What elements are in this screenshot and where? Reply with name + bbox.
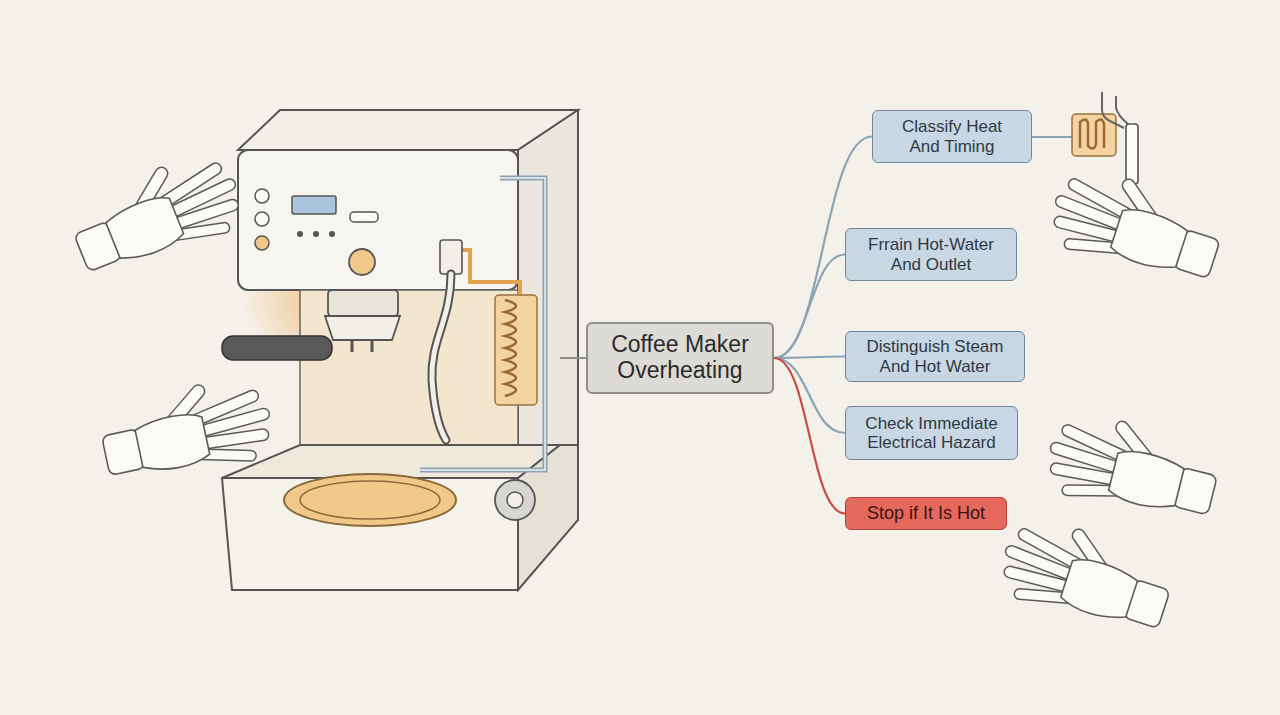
node-label: Distinguish Steam And Hot Water — [860, 337, 1010, 375]
control-button — [255, 212, 269, 226]
heating-coil — [1080, 119, 1104, 148]
topic-box: Coffee Maker Overheating — [586, 322, 774, 394]
branch-connector — [774, 358, 845, 514]
drip-tray-rim — [300, 481, 440, 519]
water-pipe — [420, 178, 545, 470]
drip-tray — [284, 474, 456, 526]
pipe — [1102, 92, 1124, 128]
gloved-hand — [65, 151, 244, 281]
heating-coil — [505, 300, 516, 396]
control-button — [255, 236, 269, 250]
base-side — [518, 445, 578, 590]
pipe — [1116, 96, 1128, 124]
control-knob — [349, 249, 375, 275]
probe — [1126, 124, 1138, 184]
gloved-hands — [65, 151, 1228, 638]
branch-connector — [774, 255, 845, 359]
connector-group — [774, 358, 845, 433]
water-pipe-core — [420, 178, 545, 470]
heater-block — [495, 295, 537, 405]
steam-wand — [432, 274, 451, 440]
group-head — [328, 290, 398, 316]
connector-group — [774, 255, 845, 359]
gloved-hand — [1047, 413, 1223, 524]
node-label: Frrain Hot-Water And Outlet — [860, 235, 1002, 273]
alert-box: Stop if It Is Hot — [845, 497, 1007, 530]
node-label: Coffee Maker Overheating — [600, 332, 760, 384]
step-box: Distinguish Steam And Hot Water — [845, 331, 1025, 382]
connector-group — [774, 358, 845, 514]
steam-valve — [440, 240, 462, 274]
branch-connector — [774, 358, 845, 433]
machine-head — [238, 150, 518, 290]
coil-icon — [1032, 92, 1138, 184]
portafilter-handle — [222, 336, 332, 360]
display — [292, 196, 336, 214]
gloved-hand — [1000, 517, 1178, 638]
step-box: Classify Heat And Timing — [872, 110, 1032, 163]
node-label: Check Immediate Electrical Hazard — [860, 414, 1003, 452]
indicator — [329, 231, 335, 237]
step-box: Frrain Hot-Water And Outlet — [845, 228, 1017, 281]
base-top — [222, 445, 560, 478]
spout — [352, 340, 372, 352]
indicator — [313, 231, 319, 237]
switch — [350, 212, 378, 222]
step-box: Check Immediate Electrical Hazard — [845, 406, 1018, 460]
control-button — [255, 189, 269, 203]
pump — [495, 480, 535, 520]
leader-line — [1032, 136, 1072, 138]
machine-recess — [300, 290, 518, 470]
indicator — [297, 231, 303, 237]
branch-connector — [774, 357, 845, 359]
portafilter-basket — [325, 316, 400, 340]
pump-hub — [507, 492, 523, 508]
node-label: Stop if It Is Hot — [867, 503, 985, 523]
gloved-hand — [1050, 167, 1228, 288]
gloved-hand — [97, 379, 272, 485]
node-label: Classify Heat And Timing — [887, 117, 1017, 155]
connector-group — [774, 357, 845, 359]
steam-wand-core — [432, 274, 451, 440]
coffee-machine-illustration — [222, 110, 588, 590]
leader-line — [560, 357, 588, 359]
